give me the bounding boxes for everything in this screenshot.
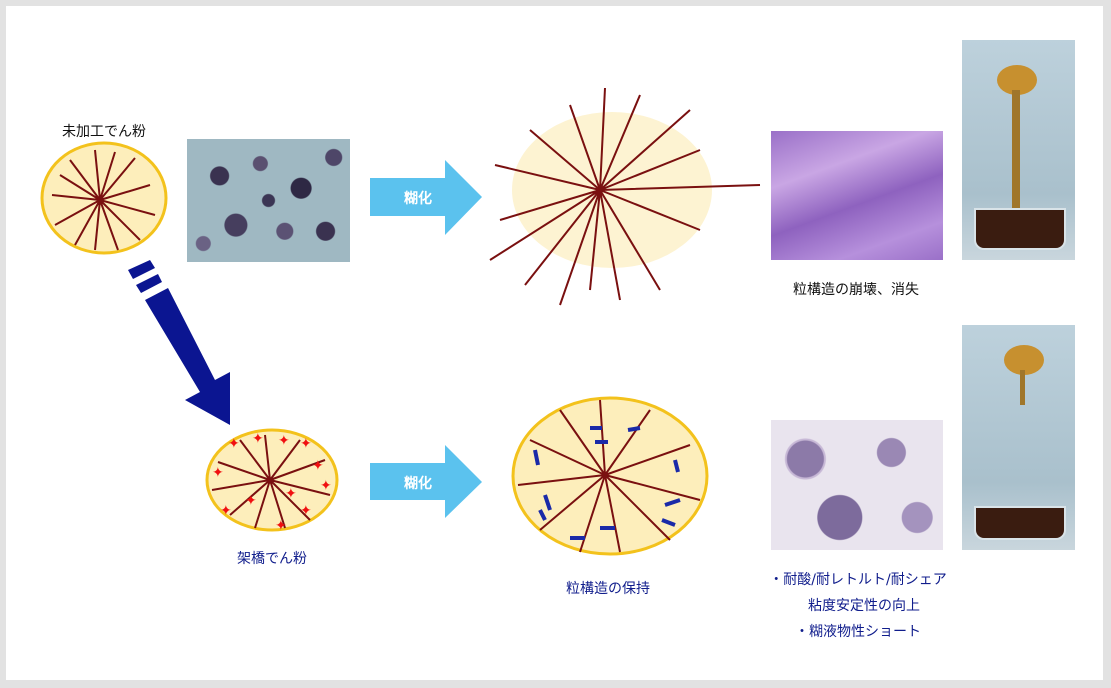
svg-text:✦: ✦ (320, 478, 332, 494)
svg-text:✦: ✦ (275, 518, 287, 534)
gelatinization-label-2: 糊化 (404, 476, 432, 492)
native-granule (40, 141, 168, 255)
native-starch-micrograph (187, 139, 350, 262)
benefit-line-3: ・糊液物性ショート (795, 624, 921, 640)
gelatinization-arrow-2 (370, 445, 482, 518)
paste-stream (1012, 90, 1020, 220)
crosslink-stars: ✦✦✦✦ ✦✦✦✦ ✦✦✦✦ (212, 431, 332, 534)
svg-text:✦: ✦ (245, 493, 257, 509)
crosslinked-gelatinized-micrograph (771, 420, 943, 550)
crosslinking-arrow (128, 260, 230, 425)
native-starch-label: 未加工でん粉 (62, 124, 146, 140)
structure-retained-label: 粒構造の保持 (566, 581, 650, 597)
structure-collapse-label: 粒構造の崩壊、消失 (793, 282, 919, 298)
crosslinked-paste-photo (962, 325, 1075, 550)
gelatinization-arrow-1 (370, 160, 482, 235)
cup (974, 208, 1066, 250)
svg-text:✦: ✦ (252, 431, 264, 447)
svg-text:✦: ✦ (212, 465, 224, 481)
svg-text:✦: ✦ (228, 436, 240, 452)
native-paste-photo (962, 40, 1075, 260)
svg-text:✦: ✦ (312, 458, 324, 474)
gelatinization-label-1: 糊化 (404, 191, 432, 207)
svg-text:✦: ✦ (300, 503, 312, 519)
benefit-line-1: ・耐酸/耐レトルト/耐シェア (769, 572, 947, 588)
swollen-crosslinked-granule (511, 396, 709, 556)
cup (974, 506, 1066, 540)
crosslinked-granule: ✦✦✦✦ ✦✦✦✦ ✦✦✦✦ (205, 428, 339, 534)
crosslinked-starch-label: 架橋でん粉 (237, 551, 307, 567)
gelatinized-native-micrograph (771, 131, 943, 260)
crosslink-bridges (533, 426, 681, 540)
svg-text:✦: ✦ (220, 503, 232, 519)
gelatinized-native-granule (489, 87, 761, 306)
svg-text:✦: ✦ (300, 436, 312, 452)
paste-drip (1020, 370, 1025, 405)
svg-text:✦: ✦ (278, 433, 290, 449)
svg-text:✦: ✦ (285, 486, 297, 502)
benefit-line-2: 粘度安定性の向上 (808, 598, 920, 614)
